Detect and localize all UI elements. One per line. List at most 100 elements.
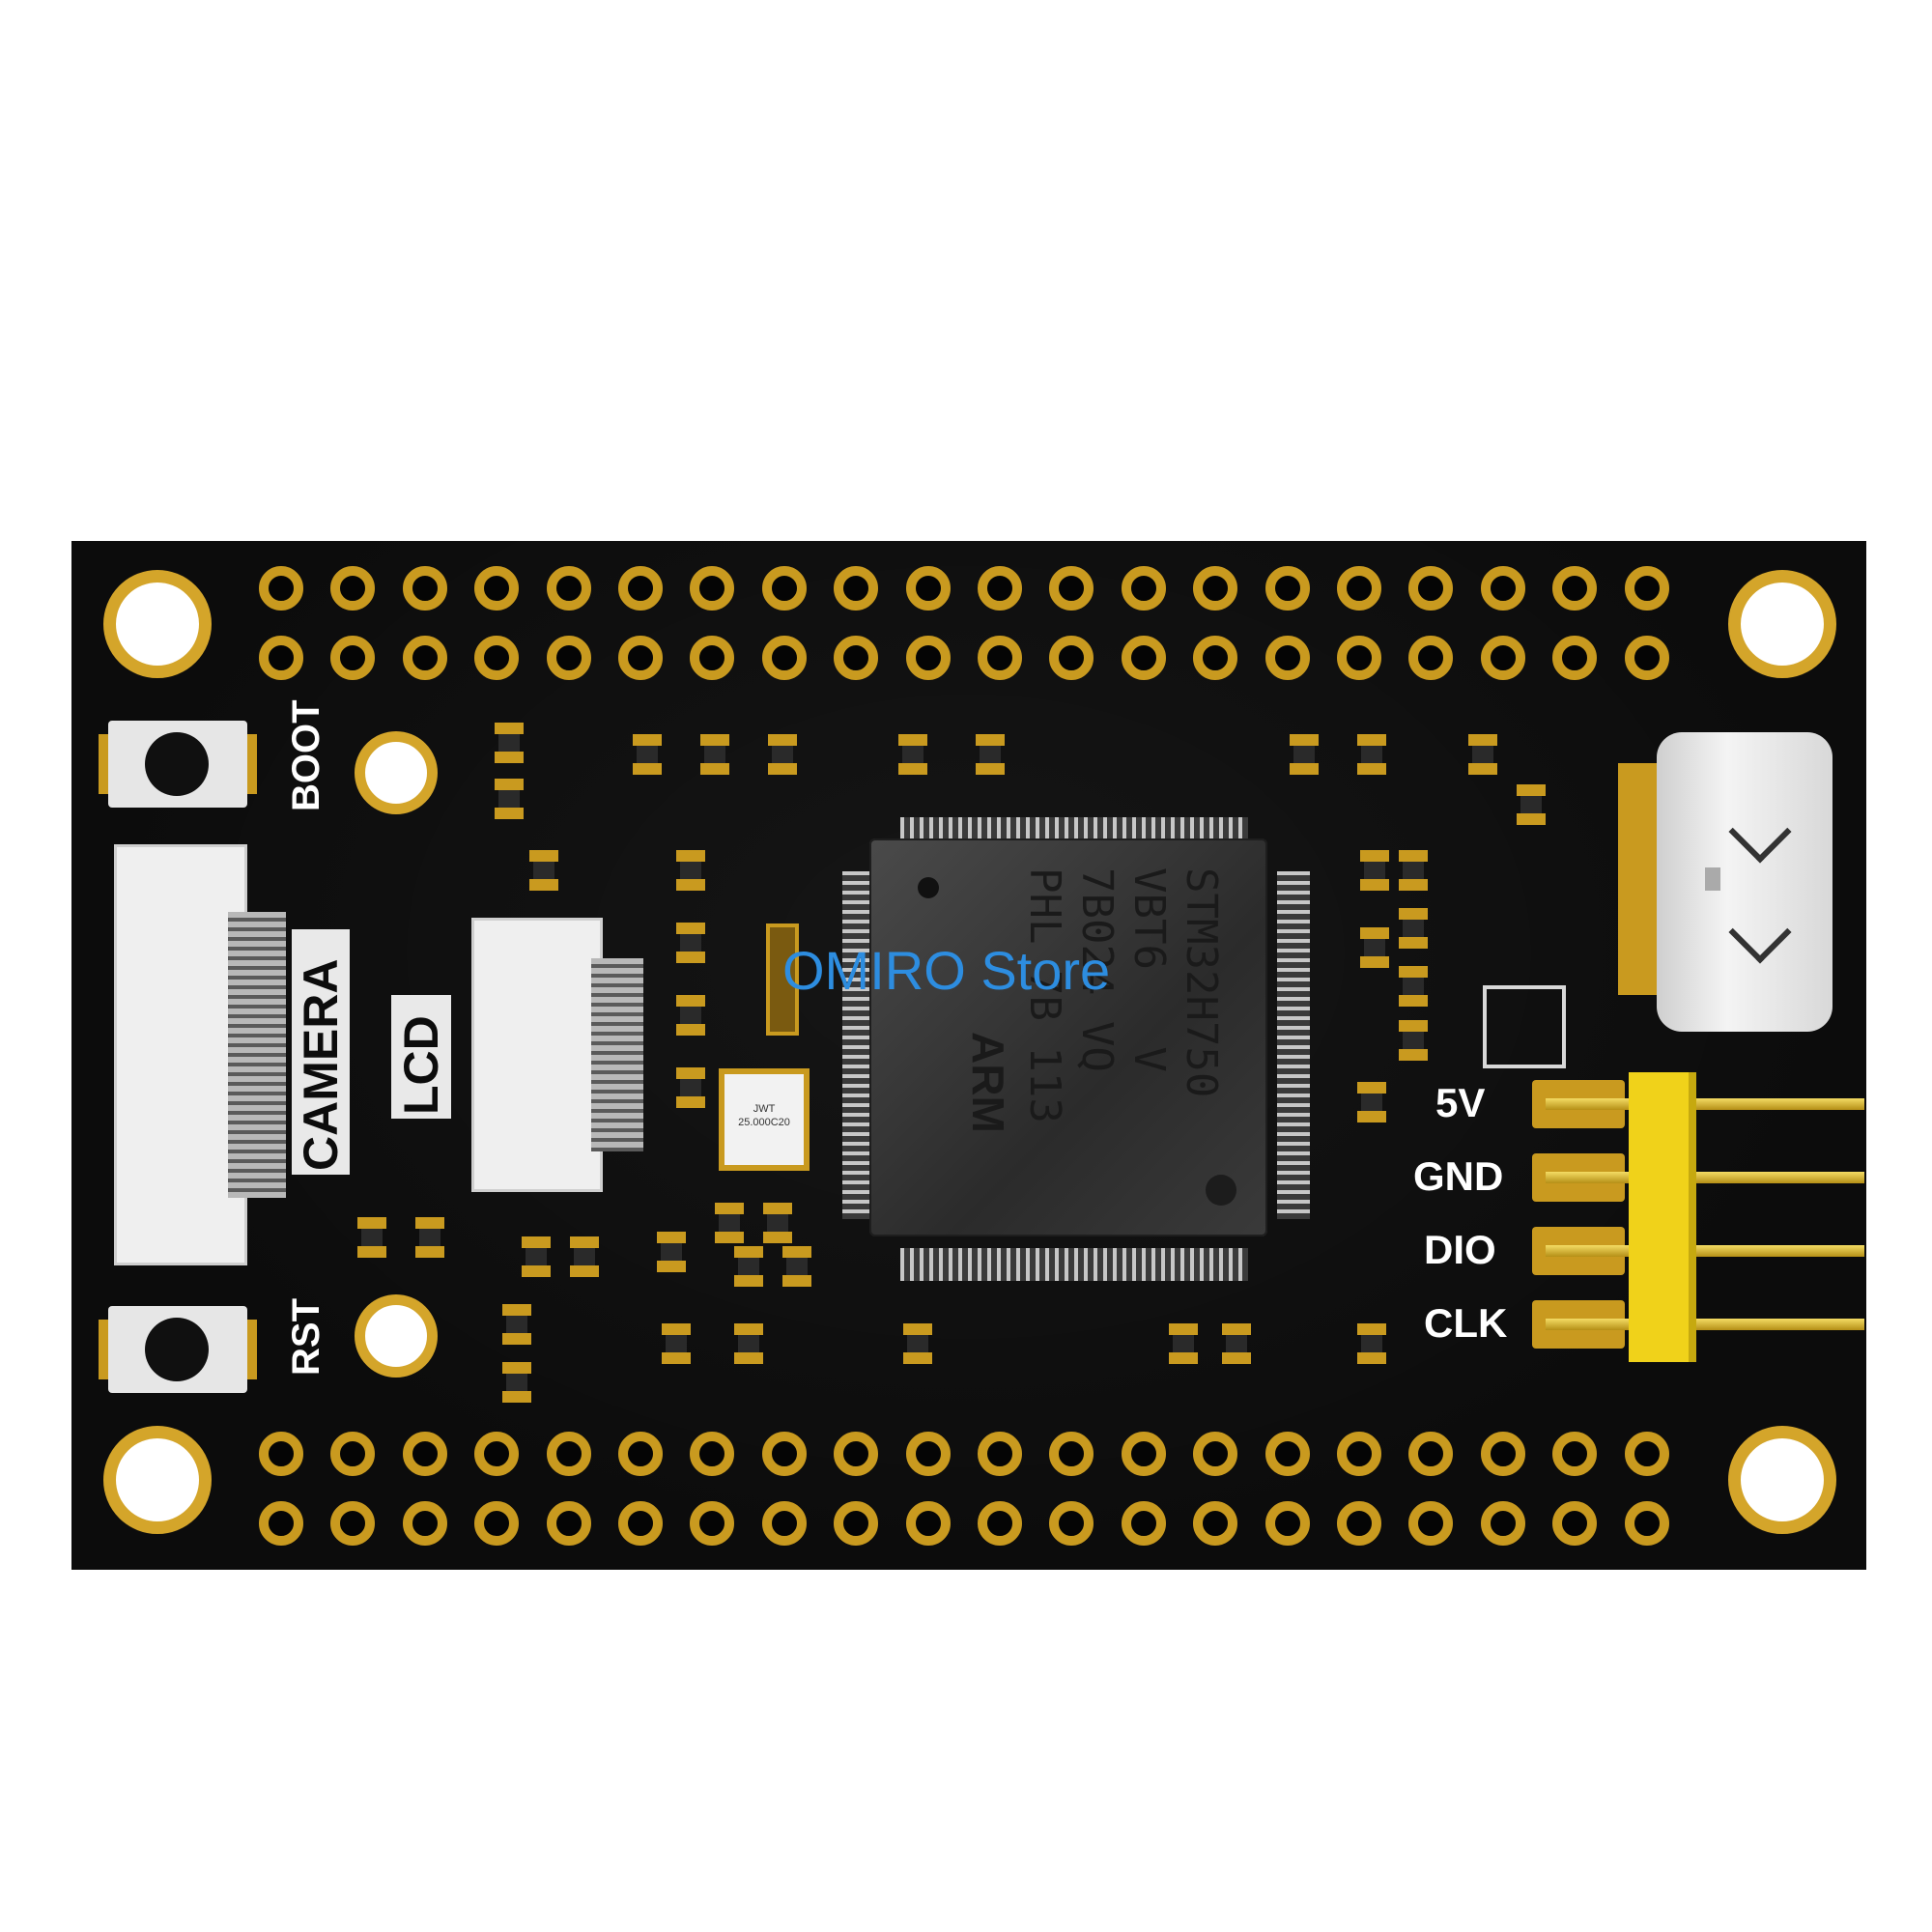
mounting-hole <box>1728 1426 1836 1534</box>
through-hole-ring <box>546 636 591 680</box>
through-hole-ring <box>1624 636 1669 680</box>
pin1-dimple <box>1206 1175 1236 1206</box>
smd-passive <box>1399 1020 1428 1061</box>
smd-passive <box>495 723 524 763</box>
through-hole-ring <box>834 566 879 611</box>
usb-tongue <box>1705 867 1720 891</box>
smd-passive <box>495 779 524 819</box>
through-hole-ring <box>259 1432 303 1476</box>
smd-passive <box>1357 1323 1386 1364</box>
header-pin-5v <box>1546 1098 1864 1110</box>
through-hole-ring <box>1337 1432 1381 1476</box>
through-hole-ring <box>402 1501 447 1546</box>
camera-connector-pins <box>228 912 286 1198</box>
through-hole-ring <box>690 636 735 680</box>
through-hole-ring <box>834 1501 879 1546</box>
through-hole-ring <box>259 1501 303 1546</box>
through-hole-ring <box>259 636 303 680</box>
through-hole-ring <box>1264 1501 1310 1546</box>
smd-passive <box>734 1323 763 1364</box>
smd-passive <box>1357 734 1386 775</box>
through-hole-ring <box>474 566 520 611</box>
through-hole-ring <box>330 636 376 680</box>
stm32-mcu-chip: STM32H750 VBT6 V 7B024 VQ PHL 7B 113 ARM <box>869 838 1267 1236</box>
through-hole-ring <box>618 566 663 611</box>
mcu-marking-line2: VBT6 V <box>1124 867 1174 1072</box>
smd-passive <box>1360 850 1389 891</box>
smd-passive <box>700 734 729 775</box>
mounting-hole <box>1728 570 1836 678</box>
pin1-dot <box>918 877 939 898</box>
pin-label-clk: CLK <box>1424 1300 1508 1346</box>
through-hole-ring <box>546 1432 591 1476</box>
smd-passive <box>715 1203 744 1243</box>
store-watermark: OMIRO Store <box>782 940 1111 1001</box>
smd-passive <box>657 1232 686 1272</box>
smd-passive <box>676 923 705 963</box>
through-hole-ring <box>1121 1432 1166 1476</box>
usb-contact-icon <box>1728 800 1792 864</box>
through-hole-ring <box>1552 1501 1598 1546</box>
smd-passive <box>1290 734 1319 775</box>
smd-passive <box>502 1304 531 1345</box>
mcu-marking-line1: STM32H750 <box>1177 867 1226 1098</box>
through-hole-ring <box>1193 1432 1238 1476</box>
through-hole-ring <box>1480 1432 1525 1476</box>
through-hole-ring <box>1264 636 1310 680</box>
through-hole-ring <box>330 1432 376 1476</box>
mcu-leads-bottom <box>900 1248 1248 1281</box>
smd-passive <box>633 734 662 775</box>
boot-button[interactable] <box>99 721 257 808</box>
smd-passive <box>976 734 1005 775</box>
header-pin-gnd <box>1546 1172 1864 1183</box>
pin-label-5v: 5V <box>1435 1080 1486 1125</box>
smd-passive <box>768 734 797 775</box>
through-hole-ring <box>1049 1501 1094 1546</box>
through-hole-ring <box>474 636 520 680</box>
camera-label-box: CAMERA <box>292 929 350 1175</box>
ic-outline <box>1483 985 1566 1068</box>
arm-logo-text: ARM <box>963 1032 1013 1133</box>
smd-passive <box>676 850 705 891</box>
crystal-marking-line1: JWT <box>753 1103 776 1115</box>
through-hole-ring <box>1552 1432 1598 1476</box>
through-hole-ring <box>1264 1432 1310 1476</box>
smd-passive <box>1360 927 1389 968</box>
mounting-hole <box>355 731 438 814</box>
small-crystal <box>766 923 799 1036</box>
through-hole-ring <box>905 1432 951 1476</box>
through-hole-ring <box>1624 566 1669 611</box>
through-hole-ring <box>1337 566 1381 611</box>
reset-button[interactable] <box>99 1306 257 1393</box>
through-hole-ring <box>761 1501 807 1546</box>
smd-passive <box>1399 908 1428 949</box>
through-hole-ring <box>1264 566 1310 611</box>
smd-passive <box>1399 966 1428 1007</box>
through-hole-ring <box>1049 1432 1094 1476</box>
through-hole-ring <box>905 636 951 680</box>
crystal-marking-line2: 25.000C20 <box>738 1117 790 1128</box>
rst-label: RST <box>285 1298 327 1376</box>
smd-passive <box>1357 1082 1386 1122</box>
through-hole-ring <box>1049 636 1094 680</box>
through-hole-ring <box>1193 636 1238 680</box>
through-hole-ring <box>905 1501 951 1546</box>
through-hole-ring <box>761 1432 807 1476</box>
header-pin-dio <box>1546 1245 1864 1257</box>
through-hole-ring <box>474 1501 520 1546</box>
through-hole-ring <box>1337 636 1381 680</box>
smd-passive <box>522 1236 551 1277</box>
usb-c-port[interactable] <box>1657 732 1833 1032</box>
mounting-hole <box>103 570 212 678</box>
smd-passive <box>898 734 927 775</box>
smd-passive <box>502 1362 531 1403</box>
through-hole-ring <box>1624 1432 1669 1476</box>
through-hole-ring <box>978 1501 1022 1546</box>
through-hole-ring <box>474 1432 520 1476</box>
boot-label: BOOT <box>285 699 327 811</box>
through-hole-ring <box>330 566 376 611</box>
lcd-connector <box>471 918 603 1192</box>
through-hole-ring <box>1408 1501 1454 1546</box>
through-hole-ring <box>1480 566 1525 611</box>
